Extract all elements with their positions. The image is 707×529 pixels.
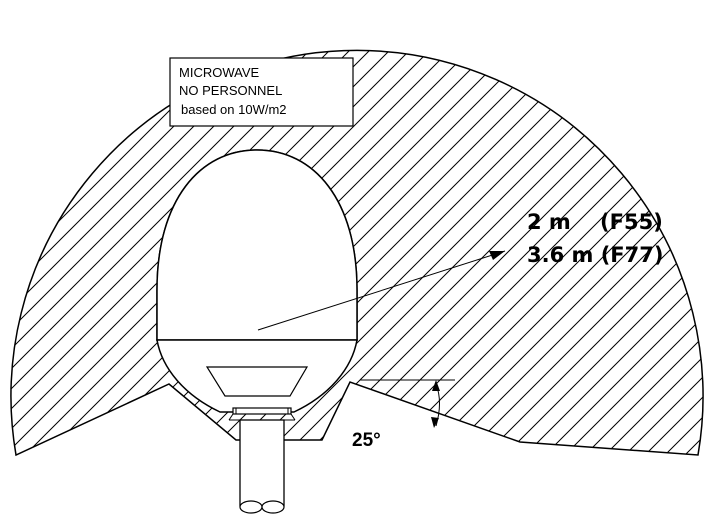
warning-sign: MICROWAVE NO PERSONNEL based on 10W/m2 [169,57,354,127]
angle-label: 25° [352,430,381,451]
warning-sign-box [169,57,354,127]
radome [156,149,358,341]
warning-line-1: MICROWAVE [179,65,259,80]
distance-label-f77: 3.6 m (F77) [527,243,663,267]
warning-line-2: NO PERSONNEL [179,83,282,98]
angle-indicator [360,379,455,428]
radome-base-cutout [205,366,309,397]
radius-arrow [257,250,506,331]
distance-label-f55: 2 m (F55) [527,210,663,234]
warning-line-3: based on 10W/m2 [181,102,287,117]
mast-pipe [239,419,285,514]
